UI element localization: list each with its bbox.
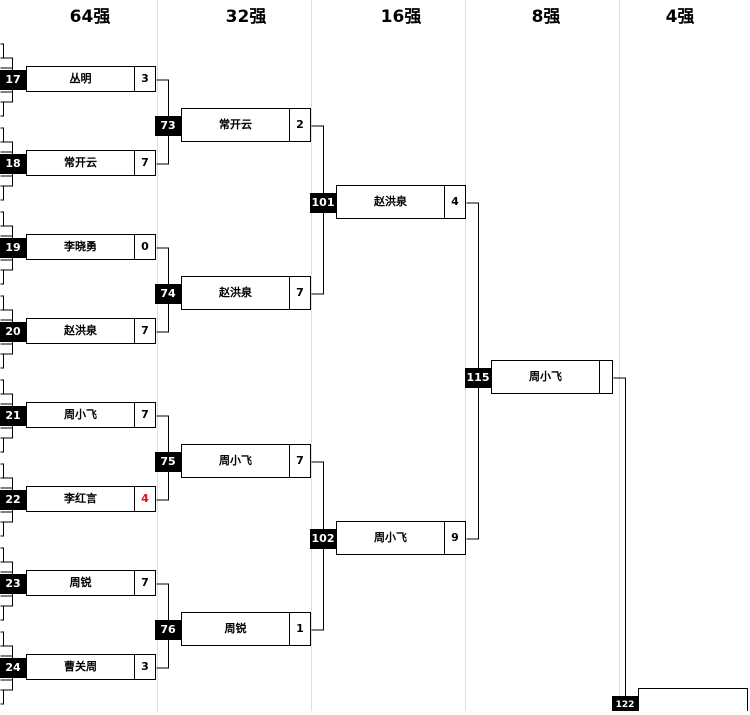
player-name: 周小飞 [27,403,135,427]
player-score: 7 [141,324,149,337]
bracket-connector [0,477,4,523]
player-score: 2 [296,118,304,131]
player-box[interactable]: 周小飞 7 [26,402,156,428]
player-name: 李红言 [27,487,135,511]
match-number: 76 [155,620,181,640]
grid-line [157,0,158,711]
match-number: 18 [0,154,26,174]
bracket-connector [0,393,4,439]
player-box[interactable]: 丛明 3 [26,66,156,92]
player-name: 赵洪泉 [27,319,135,343]
player-score: 7 [296,286,304,299]
player-score: 4 [451,195,459,208]
player-name: 周小飞 [182,445,290,477]
player-box[interactable]: 常开云 2 [181,108,311,142]
player-score: 3 [141,660,149,673]
grid-line [465,0,466,711]
player-name: 周锐 [27,571,135,595]
bracket-connector [0,225,4,271]
bracket-connector [0,309,4,355]
player-box[interactable]: 李晓勇 0 [26,234,156,260]
player-box[interactable]: 赵洪泉 4 [336,185,466,219]
round-title-64: 64强 [69,7,111,27]
bracket-connector [613,377,626,711]
player-score: 3 [141,72,149,85]
player-name: 赵洪泉 [182,277,290,309]
player-score: 7 [141,576,149,589]
bracket-connector [0,67,13,93]
player-score [600,361,612,393]
bracket-connector [0,655,13,681]
player-score: 0 [141,240,149,253]
match-number: 21 [0,406,26,426]
round-title-8: 8强 [531,7,561,27]
match-number: 22 [0,490,26,510]
player-score: 7 [141,408,149,421]
player-score: 4 [141,492,149,505]
round-title-32: 32强 [225,7,267,27]
player-name: 常开云 [27,151,135,175]
player-box[interactable]: 赵洪泉 7 [181,276,311,310]
bracket-connector [0,561,4,607]
match-number: 73 [155,116,181,136]
bracket-connector [0,403,13,429]
player-box[interactable]: 周小飞 9 [336,521,466,555]
match-number: 74 [155,284,181,304]
match-number: 20 [0,322,26,342]
player-name: 曹关周 [27,655,135,679]
player-score: 9 [451,531,459,544]
player-name: 周锐 [182,613,290,645]
player-name: 周小飞 [492,361,600,393]
match-number: 102 [310,529,336,549]
round-title-4: 4强 [665,7,695,27]
player-score: 7 [296,454,304,467]
grid-line [311,0,312,711]
bracket-connector [0,645,4,691]
player-box[interactable]: 周小飞 [491,360,613,394]
player-box[interactable]: 周小飞 7 [181,444,311,478]
player-box[interactable]: 周锐 1 [181,612,311,646]
player-score: 7 [141,156,149,169]
bracket-connector [0,571,13,597]
bracket-connector [0,151,13,177]
bracket-connector [0,487,13,513]
player-box[interactable]: 李红言 4 [26,486,156,512]
player-box[interactable] [638,688,748,711]
player-name: 赵洪泉 [337,186,445,218]
bracket-connector [0,319,13,345]
match-number: 115 [465,368,491,388]
player-name [639,689,747,711]
player-box[interactable]: 常开云 7 [26,150,156,176]
match-number: 101 [310,193,336,213]
bracket-connector [0,235,13,261]
player-name: 常开云 [182,109,290,141]
match-number: 122 [612,696,638,711]
match-number: 19 [0,238,26,258]
player-name: 丛明 [27,67,135,91]
round-title-16: 16强 [380,7,422,27]
player-box[interactable]: 赵洪泉 7 [26,318,156,344]
player-box[interactable]: 周锐 7 [26,570,156,596]
bracket-connector [0,57,4,103]
bracket-connector [0,141,4,187]
match-number: 17 [0,70,26,90]
player-score: 1 [296,622,304,635]
match-number: 75 [155,452,181,472]
match-number: 23 [0,574,26,594]
grid-line [619,0,620,711]
player-name: 李晓勇 [27,235,135,259]
match-number: 24 [0,658,26,678]
player-box[interactable]: 曹关周 3 [26,654,156,680]
player-name: 周小飞 [337,522,445,554]
